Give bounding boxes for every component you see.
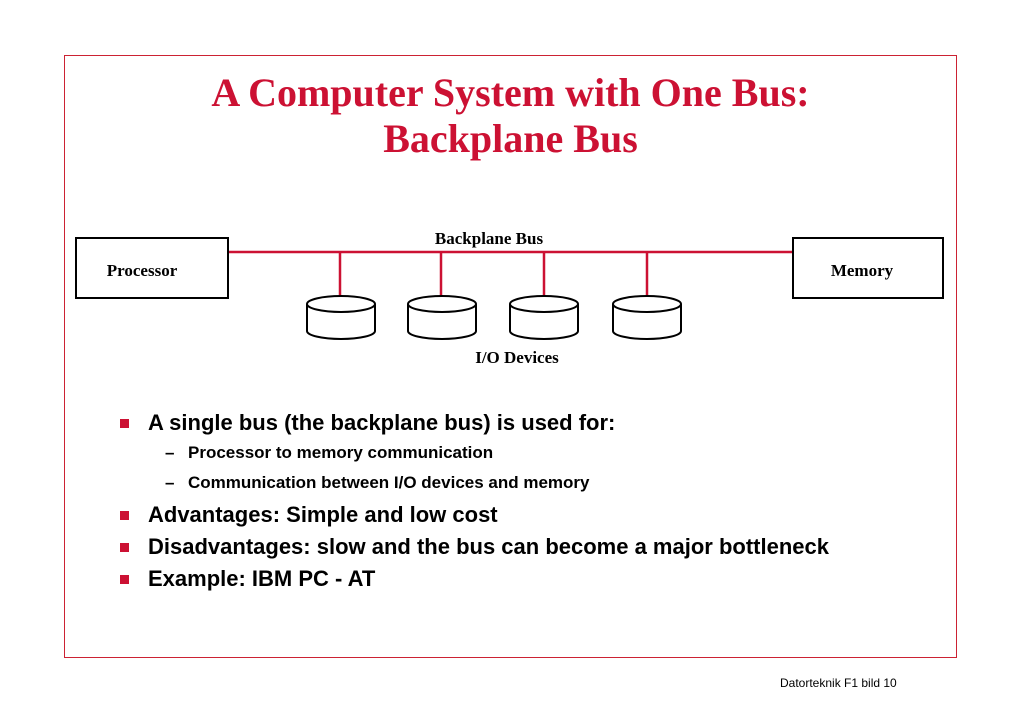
bullet-text: Advantages: Simple and low cost [148, 502, 498, 527]
slide-title: A Computer System with One Bus: Backplan… [64, 70, 957, 162]
sub-bullet-item: – Communication between I/O devices and … [120, 472, 880, 494]
sub-bullet-dash: – [165, 443, 175, 462]
io-device-disk-1 [306, 295, 376, 340]
processor-label: Processor [107, 261, 178, 280]
bullet-text: A single bus (the backplane bus) is used… [148, 410, 616, 435]
bullet-square-icon [120, 511, 129, 520]
sub-bullet-text: Processor to memory communication [188, 443, 494, 462]
io-device-disk-4 [612, 295, 682, 340]
title-line-2: Backplane Bus [383, 116, 638, 161]
bullet-list: A single bus (the backplane bus) is used… [120, 410, 880, 598]
title-line-1: A Computer System with One Bus: [211, 70, 810, 115]
slide-footer: Datorteknik F1 bild 10 [780, 676, 897, 690]
io-device-disk-3 [509, 295, 579, 340]
bullet-item: Disadvantages: slow and the bus can beco… [120, 534, 880, 560]
bullet-text: Example: IBM PC - AT [148, 566, 376, 591]
bus-label: Backplane Bus [435, 229, 544, 248]
slide-frame [64, 55, 957, 658]
bullet-text: Disadvantages: slow and the bus can beco… [148, 534, 829, 559]
bullet-square-icon [120, 543, 129, 552]
bullet-square-icon [120, 575, 129, 584]
io-devices-label: I/O Devices [475, 348, 559, 367]
sub-bullet-dash: – [165, 473, 175, 492]
memory-box: Memory [792, 237, 944, 299]
sub-bullet-item: – Processor to memory communication [120, 442, 880, 464]
bullet-item: A single bus (the backplane bus) is used… [120, 410, 880, 436]
bullet-item: Advantages: Simple and low cost [120, 502, 880, 528]
bullet-square-icon [120, 419, 129, 428]
processor-box: Processor [75, 237, 229, 299]
sub-bullet-text: Communication between I/O devices and me… [188, 473, 590, 492]
memory-label: Memory [831, 261, 894, 280]
io-device-disk-2 [407, 295, 477, 340]
bullet-item: Example: IBM PC - AT [120, 566, 880, 592]
